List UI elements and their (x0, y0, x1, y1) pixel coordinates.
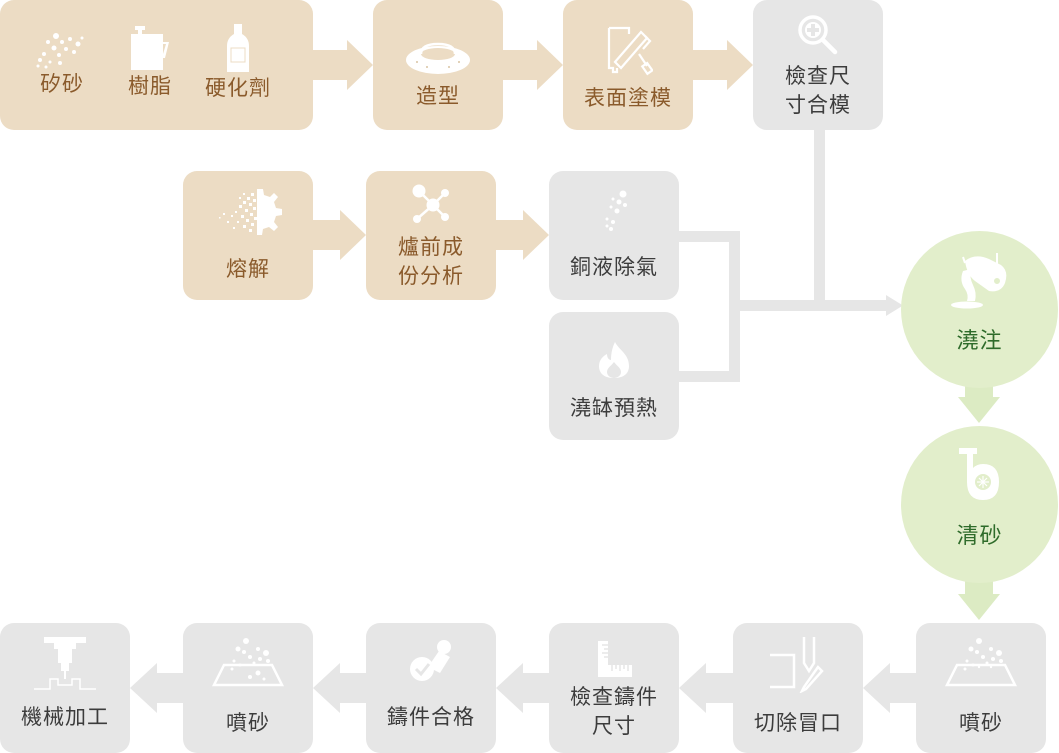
step-molding: 造型 (373, 0, 503, 130)
magnify-plus-icon (798, 15, 838, 55)
material-hardener: 硬化劑 (198, 22, 278, 103)
step-melting: 熔解 (183, 171, 313, 300)
melting-gear-icon (219, 189, 282, 235)
step-sandblast-1: 噴砂 (916, 623, 1046, 753)
step-label: 造型 (416, 84, 460, 108)
step-analysis: 爐前成 份分析 (366, 171, 496, 300)
step-label: 鑄件合格 (387, 705, 475, 729)
ladle-pour-icon (950, 253, 1006, 309)
step-label: 熔解 (226, 257, 270, 281)
arrow-molding-to-coating (503, 40, 563, 90)
bubbles-icon (605, 190, 627, 231)
raw-materials-box: 矽砂 樹脂 硬化劑 (0, 0, 313, 130)
arrow-pass-to-blast2 (313, 663, 366, 713)
step-coating: 表面塗模 (563, 0, 693, 130)
hardener-bottle-icon (227, 24, 249, 72)
step-label: 澆缽預熱 (570, 396, 658, 420)
step-label: 銅液除氣 (570, 255, 658, 279)
step-label: 噴砂 (959, 711, 1003, 735)
approval-stamp-icon (410, 640, 451, 681)
merge-connector (679, 130, 903, 382)
cutter-icon (770, 637, 824, 693)
step-label-line1: 爐前成 (398, 235, 464, 259)
step-machining: 機械加工 (0, 623, 130, 753)
step-casting-pass: 鑄件合格 (366, 623, 496, 753)
step-degas: 銅液除氣 (549, 171, 679, 300)
step-label: 機械加工 (21, 705, 109, 729)
step-cut-riser: 切除冒口 (733, 623, 863, 753)
flame-icon (599, 342, 629, 378)
step-label: 噴砂 (226, 711, 270, 735)
arrow-blast-to-cut (863, 663, 916, 713)
material-label: 矽砂 (40, 72, 84, 96)
step-label: 澆注 (956, 329, 1003, 354)
material-silica-sand: 矽砂 (22, 30, 102, 99)
sandblast-icon (211, 638, 285, 687)
step-label-line1: 檢查鑄件 (570, 685, 658, 709)
step-inspect-casting: 檢查鑄件 尺寸 (549, 623, 679, 753)
material-label: 樹脂 (128, 74, 172, 98)
step-sandblast-2: 噴砂 (183, 623, 313, 753)
arrow-melting-to-analysis (313, 210, 366, 260)
ruler-square-icon (598, 641, 632, 677)
cnc-spindle-icon (34, 637, 96, 690)
arrow-sandremoval-to-blast (958, 580, 1000, 620)
step-label: 切除冒口 (754, 711, 842, 735)
arrow-cut-to-inspect (679, 663, 733, 713)
arrow-coating-to-inspect (693, 40, 753, 90)
step-preheat: 澆缽預熱 (549, 312, 679, 440)
blower-icon (958, 448, 999, 500)
step-label: 表面塗模 (584, 86, 672, 110)
step-label-line2: 份分析 (398, 264, 464, 288)
material-label: 硬化劑 (205, 76, 271, 100)
step-label-line2: 寸合模 (785, 93, 851, 117)
step-inspect-mold: 檢查尺 寸合模 (753, 0, 883, 130)
arrow-inspect-to-pass (496, 663, 549, 713)
molecule-icon (412, 184, 449, 223)
step-sand-removal: 清砂 (901, 426, 1058, 583)
step-label: 清砂 (956, 524, 1003, 549)
resin-jug-icon (131, 26, 169, 70)
arrow-pouring-to-sandremoval (958, 385, 1000, 423)
arrow-blast2-to-machining (130, 663, 183, 713)
paint-roller-icon (607, 26, 653, 76)
sandblast-icon (944, 638, 1018, 687)
sand-particles-icon (36, 33, 84, 69)
arrow-analysis-to-degas (496, 210, 549, 260)
mold-ring-icon (406, 42, 470, 74)
step-label-line1: 檢查尺 (785, 64, 851, 88)
step-pouring: 澆注 (901, 231, 1058, 388)
material-resin: 樹脂 (110, 24, 190, 101)
arrow-materials-to-molding (313, 40, 373, 90)
step-label-line2: 尺寸 (592, 714, 636, 738)
